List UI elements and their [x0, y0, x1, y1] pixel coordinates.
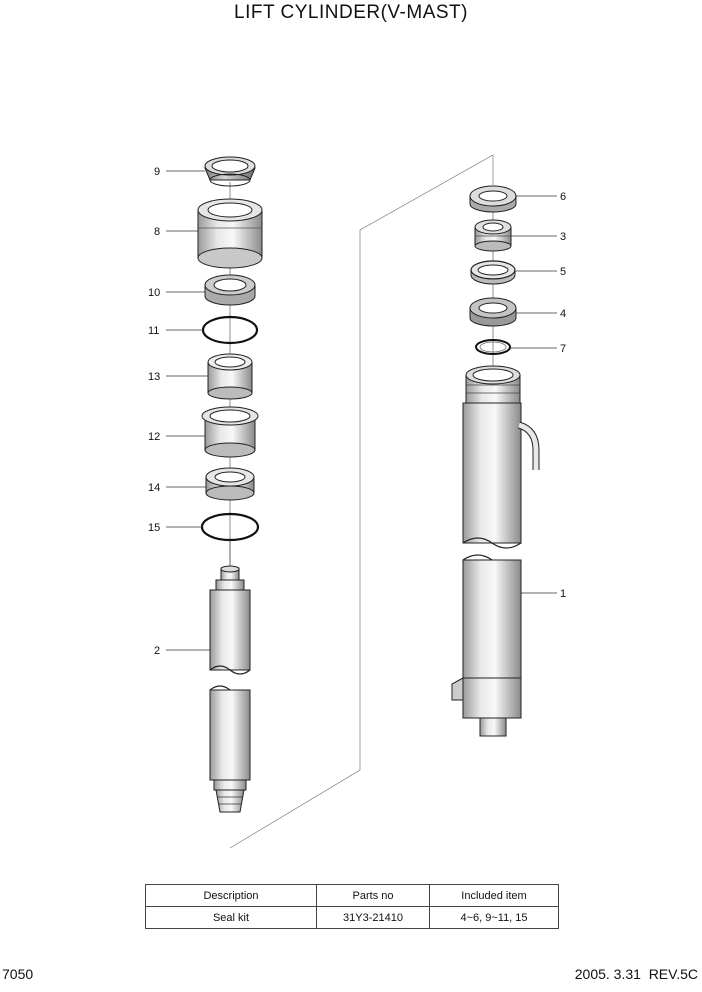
callout-12: 12 [148, 431, 160, 443]
part-12-piston [201, 406, 259, 458]
part-2-rod [209, 540, 251, 813]
page-title: LIFT CYLINDER(V-MAST) [234, 2, 468, 23]
header-included-item: Included item [429, 884, 559, 907]
cell-description: Seal kit [145, 906, 317, 929]
part-9-wiper [204, 156, 256, 187]
callout-13: 13 [148, 371, 160, 383]
callout-14: 14 [148, 482, 160, 494]
header-description: Description [145, 884, 317, 907]
page-number: 7050 [2, 966, 34, 982]
callout-leaders [166, 170, 557, 651]
callout-4: 4 [560, 308, 566, 320]
callout-2: 2 [154, 645, 160, 657]
cell-parts-no: 31Y3-21410 [316, 906, 430, 929]
callout-6: 6 [560, 191, 566, 203]
callout-1: 1 [560, 588, 566, 600]
part-14-ring [205, 467, 255, 501]
table-row: Seal kit 31Y3-21410 4~6, 9~11, 15 [145, 906, 559, 929]
part-4-packing [469, 297, 517, 327]
callout-11: 11 [148, 325, 159, 337]
callout-5: 5 [560, 266, 566, 278]
table-header-row: Description Parts no Included item [145, 884, 559, 907]
part-13-bushing [207, 353, 253, 400]
cell-included-item: 4~6, 9~11, 15 [429, 906, 559, 929]
part-6-wiper [469, 185, 517, 213]
callout-9: 9 [154, 166, 160, 178]
part-5-backup-ring [470, 260, 516, 285]
part-8-gland [197, 198, 263, 269]
assembly-guide-line [229, 154, 494, 849]
callout-10: 10 [148, 287, 160, 299]
callout-3: 3 [560, 231, 566, 243]
callout-15: 15 [148, 522, 160, 534]
part-7-snap-ring [475, 339, 511, 355]
header-parts-no: Parts no [316, 884, 430, 907]
part-3-bushing [474, 219, 512, 252]
seal-kit-table: Description Parts no Included item Seal … [145, 884, 559, 929]
part-1-tube [451, 365, 540, 737]
callout-8: 8 [154, 226, 160, 238]
callout-7: 7 [560, 343, 566, 355]
part-10-packing [204, 274, 256, 306]
revision-label: 2005. 3.31 REV.5C [574, 966, 698, 982]
